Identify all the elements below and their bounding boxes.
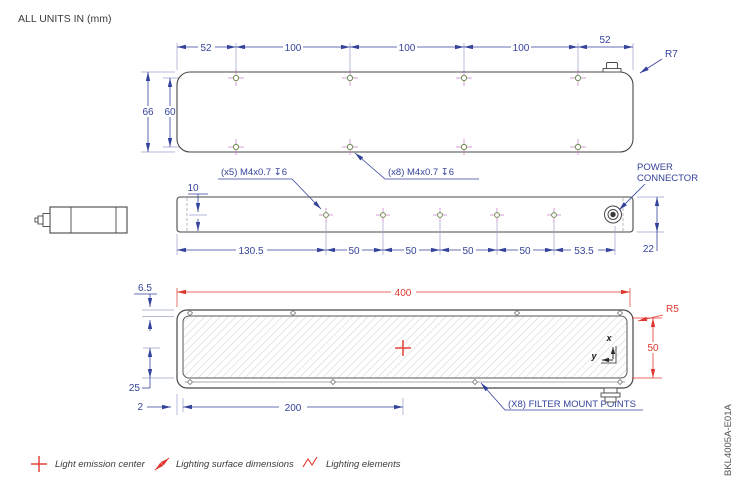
dim-22-label: 22 [643,244,655,255]
dim-top-52-left: 52 [200,43,212,54]
end-view-connector [34,213,51,227]
dim-25-label: 25 [129,383,141,394]
dim-height-outer-66: 66 [142,107,154,118]
power-connector-symbol [604,205,622,224]
dim-bottom-offset-25: 25 [129,347,174,394]
dim-50-4: 50 [519,246,531,257]
bottom-view-connector-bump [600,387,621,403]
dim-200-label: 200 [285,403,302,414]
x8-hole-callout-label: (x8) M4x0.7 ↧6 [388,167,454,178]
power-connector-label-2: CONNECTOR [637,173,698,184]
dim-130-5: 130.5 [238,246,263,257]
top-view-outline [176,71,634,153]
light-emission-center-mark [395,340,411,356]
xy-axis-icon: x y [590,333,617,364]
top-view: 52 100 100 100 52 66 60 [140,35,678,180]
filter-mount-callout: (X8) FILTER MOUNT POINTS [480,382,643,411]
dim-53-5: 53.5 [574,246,594,257]
dim-top-100-2: 100 [399,43,416,54]
dim-hole-offset-10: 10 [187,183,208,231]
top-view-connector-bump [602,62,622,73]
dim-height-inner-60: 60 [164,107,176,118]
dim-50-2: 50 [405,246,417,257]
dim-center-200: 200 [183,398,404,415]
surface-dimensions-arrow-icon [154,457,170,471]
front-view: (x5) M4x0.7 ↧6 10 POWER CONNECTOR 22 [176,162,698,257]
end-view-outline [49,206,128,234]
dim-50-1: 50 [348,246,360,257]
dim-10-label: 10 [187,183,199,194]
dim-50-3: 50 [462,246,474,257]
dim-top-offset-6-5: 6.5 [134,283,174,331]
front-view-mounting-holes [319,208,561,222]
r7-leader [639,58,663,74]
part-number-vertical: BKL4005A-E01A [723,404,734,476]
top-view-mounting-holes [228,70,586,155]
axis-y-label: y [590,351,597,361]
end-view [34,206,128,234]
dim-top-52-right: 52 [599,35,611,46]
legend-item-surface-dimensions: Lighting surface dimensions [176,459,294,470]
dim-50-label: 50 [647,343,659,354]
bottom-view: 400 x y R5 [129,283,679,415]
corner-radius-r5-label: R5 [666,304,679,315]
dim-width-400: 400 [176,287,631,307]
legend-item-emission-center: Light emission center [55,459,146,470]
x8-hole-callout: (x8) M4x0.7 ↧6 [354,152,479,180]
legend: Light emission center Lighting surface d… [31,456,401,472]
light-emission-center-cross-icon [31,456,47,472]
x5-hole-callout: (x5) M4x0.7 ↧6 [218,167,322,210]
lighting-surface [182,315,628,379]
units-note: ALL UNITS IN (mm) [18,13,112,25]
dim-left-offset-2: 2 [137,394,184,415]
corner-radius-r7-label: R7 [665,49,678,60]
axis-x-label: x [605,333,612,343]
legend-item-lighting-elements: Lighting elements [326,459,401,470]
front-view-outline [176,196,634,233]
power-connector-callout: POWER CONNECTOR [618,162,698,211]
dim-surface-height-50: 50 [632,317,662,379]
dim-height-22: 22 [637,196,664,255]
dim-2-label: 2 [137,402,143,413]
dim-top-100-1: 100 [285,43,302,54]
filter-mount-label: (X8) FILTER MOUNT POINTS [508,399,636,410]
dim-top-100-3: 100 [513,43,530,54]
x5-hole-callout-label: (x5) M4x0.7 ↧6 [221,167,287,178]
dim-400-label: 400 [395,288,412,299]
filter-mount-points [186,309,624,386]
power-connector-label-1: POWER [637,162,673,173]
lighting-elements-wave-icon [302,456,318,468]
dim-6-5-label: 6.5 [138,283,152,294]
